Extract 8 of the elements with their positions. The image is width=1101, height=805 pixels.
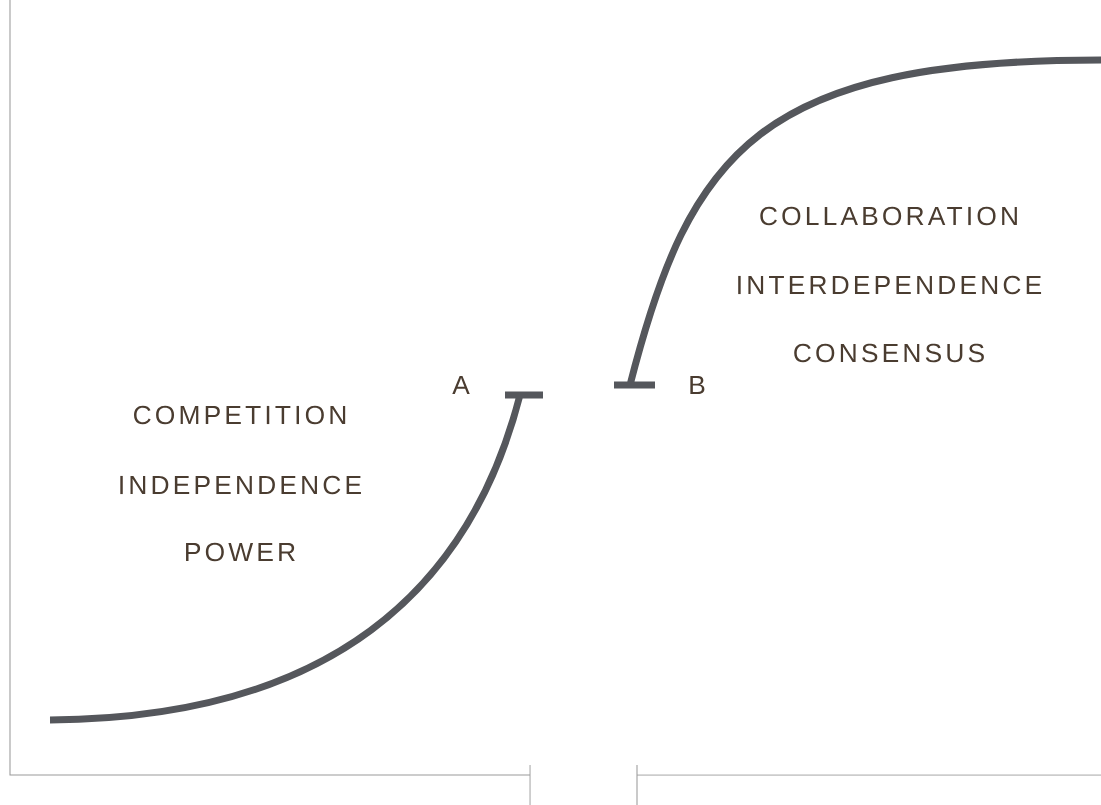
trait-label: INTERDEPENDENCE <box>738 275 1042 295</box>
trait-label: POWER <box>186 542 295 562</box>
trait-label: CONSENSUS <box>794 343 984 363</box>
trait-label: INDEPENDENCE <box>120 475 361 495</box>
point-label: A <box>452 375 470 395</box>
trait-label: COMPETITION <box>134 405 346 425</box>
point-label: B <box>690 375 705 395</box>
trait-label: COLLABORATION <box>760 206 1017 226</box>
